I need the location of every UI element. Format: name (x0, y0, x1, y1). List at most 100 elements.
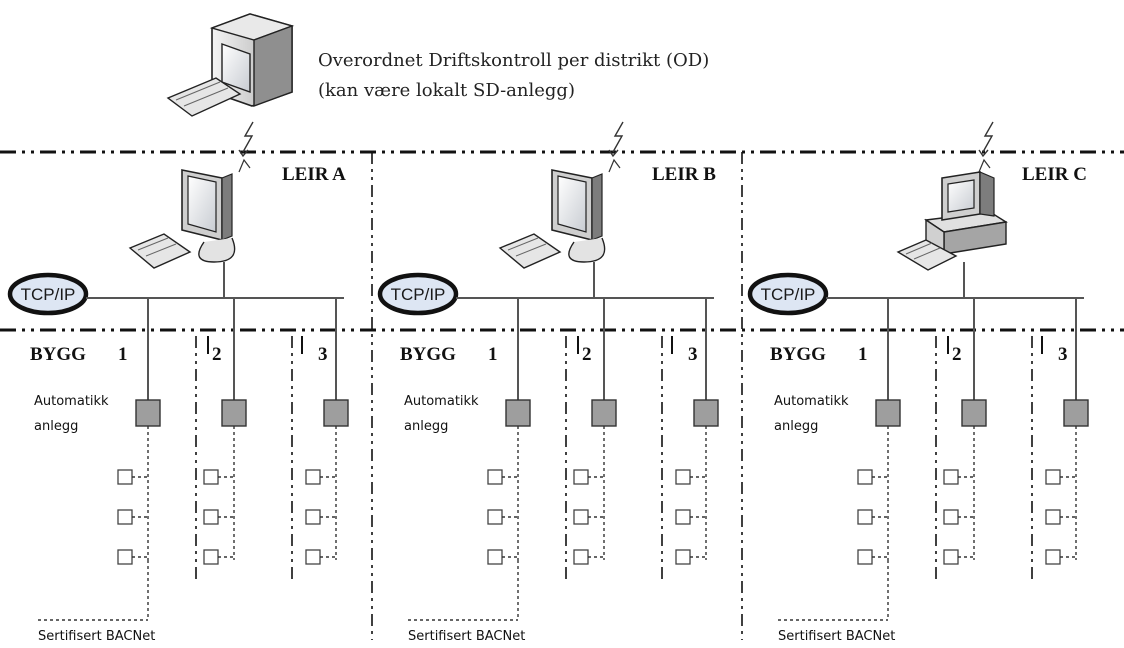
bygg-number: 2 (212, 344, 222, 365)
controller-box-icon (323, 399, 349, 427)
keyboard-icon (498, 233, 562, 269)
monitor-screen (557, 175, 587, 233)
sensor-node-icon (487, 509, 503, 525)
sensor-node-icon (117, 509, 133, 525)
monitor-side (591, 173, 603, 241)
district-computer-icon (209, 13, 295, 108)
desktop-screen (947, 179, 975, 213)
lightning-arrowhead (978, 149, 989, 158)
anlegg-label: anlegg (34, 419, 78, 434)
automatikk-label: Automatikk (34, 394, 109, 409)
sensor-node-icon (305, 549, 321, 565)
sensor-node-icon (203, 509, 219, 525)
sensor-node-icon (857, 469, 873, 485)
lightning-arrow-tip (608, 158, 621, 173)
district-keyboard-icon (166, 77, 242, 117)
controller-box-icon (505, 399, 531, 427)
lightning-arrow-tip (238, 158, 251, 173)
bygg-number: 3 (318, 344, 328, 365)
controller-box-icon (591, 399, 617, 427)
sensor-node-icon (305, 469, 321, 485)
anlegg-label: anlegg (774, 419, 818, 434)
sensor-node-icon (487, 549, 503, 565)
monitor-stand (568, 237, 606, 263)
sensor-node-icon (1045, 549, 1061, 565)
lightning-icon (242, 121, 254, 153)
tcp-ip-label: TCP/IP (21, 285, 76, 304)
monitor-stand (198, 237, 236, 263)
bygg-number: 1 (118, 344, 128, 365)
lightning-icon (612, 121, 624, 153)
sensor-node-icon (117, 469, 133, 485)
leir-label: LEIR C (1022, 164, 1087, 185)
sensor-node-icon (943, 549, 959, 565)
sensor-node-icon (117, 549, 133, 565)
tcp-ip-oval-icon (377, 272, 459, 316)
tcp-ip-label: TCP/IP (761, 285, 816, 304)
controller-box-icon (221, 399, 247, 427)
tcp-ip-oval-icon (7, 272, 89, 316)
sensor-node-icon (573, 509, 589, 525)
lightning-arrow-tip (978, 158, 991, 173)
keyboard-keys (515, 243, 547, 257)
sensor-node-icon (1045, 469, 1061, 485)
automatikk-label: Automatikk (404, 394, 479, 409)
keyboard-body (128, 233, 192, 269)
bygg-number: 1 (858, 344, 868, 365)
lightning-arrowhead (238, 149, 249, 158)
tcp-ip-label: TCP/IP (391, 285, 446, 304)
keyboard-keys (137, 237, 169, 251)
tcp-ip-oval-icon (747, 272, 829, 316)
district-title-line2: (kan være lokalt SD-anlegg) (318, 80, 575, 101)
sensor-node-icon (943, 509, 959, 525)
sensor-node-icon (675, 469, 691, 485)
leir-label: LEIR A (282, 164, 346, 185)
controller-box-icon (1063, 399, 1089, 427)
sensor-node-icon (203, 549, 219, 565)
desktop-computer-icon (924, 171, 1008, 256)
leir-label: LEIR B (652, 164, 716, 185)
bacnet-label: Sertifisert BACNet (408, 629, 525, 644)
automatikk-label: Automatikk (774, 394, 849, 409)
controller-box-icon (135, 399, 161, 427)
sensor-node-icon (573, 469, 589, 485)
monitor-computer-icon (551, 169, 606, 263)
desktop-monitor-side (979, 171, 995, 217)
sensor-node-icon (943, 469, 959, 485)
keyboard-keys (905, 242, 933, 255)
keyboard-body (896, 239, 958, 271)
sensor-node-icon (487, 469, 503, 485)
bacnet-label: Sertifisert BACNet (778, 629, 895, 644)
bygg-label: BYGG (30, 344, 86, 365)
sensor-node-icon (857, 509, 873, 525)
sensor-node-icon (203, 469, 219, 485)
monitor-screen (187, 175, 217, 233)
keyboard-icon (128, 233, 192, 269)
monitor-side (221, 173, 233, 241)
controller-box-icon (693, 399, 719, 427)
bacnet-label: Sertifisert BACNet (38, 629, 155, 644)
keyboard-body (498, 233, 562, 269)
sensor-node-icon (305, 509, 321, 525)
bygg-number: 2 (952, 344, 962, 365)
keyboard-keys (145, 243, 177, 257)
controller-box-icon (961, 399, 987, 427)
sensor-node-icon (573, 549, 589, 565)
bygg-label: BYGG (770, 344, 826, 365)
anlegg-label: anlegg (404, 419, 448, 434)
monitor-computer-icon (181, 169, 236, 263)
keyboard-keys (913, 247, 941, 260)
lightning-icon (982, 121, 994, 153)
controller-box-icon (875, 399, 901, 427)
district-title-line1: Overordnet Driftskontroll per distrikt (… (318, 50, 709, 71)
lightning-arrowhead (608, 149, 619, 158)
bygg-number: 2 (582, 344, 592, 365)
keyboard-keys (507, 237, 539, 251)
bygg-number: 3 (688, 344, 698, 365)
sensor-node-icon (1045, 509, 1061, 525)
keyboard-icon (896, 239, 958, 271)
